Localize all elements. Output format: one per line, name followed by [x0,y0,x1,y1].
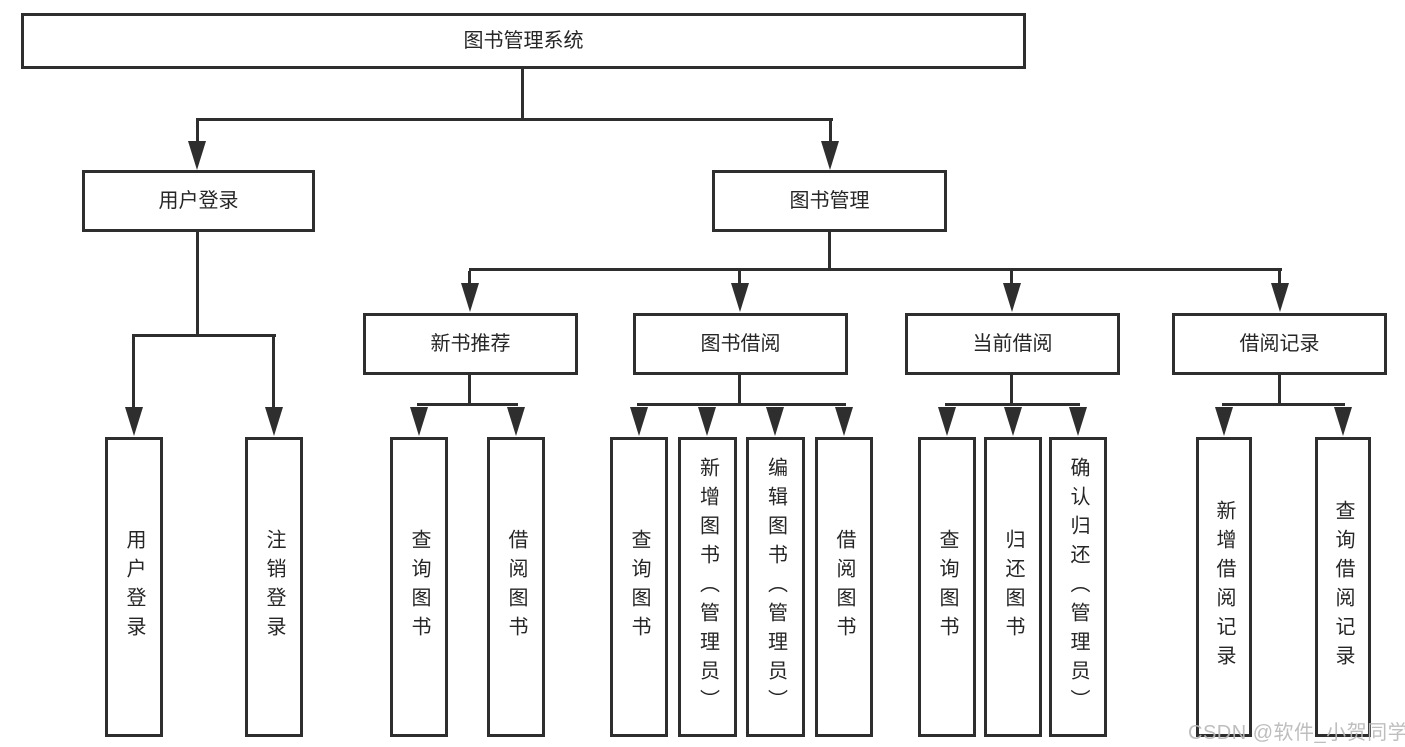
connector-line [1278,375,1281,403]
arrow-down-icon [766,407,784,436]
node-query-books-current: 查询图书 [918,437,976,737]
connector-line [738,375,741,403]
node-user-login-leaf: 用户登录 [105,437,163,737]
arrow-down-icon [1334,407,1352,436]
node-add-borrow-record: 新增借阅记录 [1196,437,1252,737]
node-new-book-recommend: 新书推荐 [363,313,578,375]
connector-line [1278,271,1281,287]
connector-line [272,337,275,409]
node-query-books-borrow: 查询图书 [610,437,668,737]
arrow-down-icon [461,283,479,312]
connector-line [417,403,518,406]
arrow-down-icon [1271,283,1289,312]
node-edit-book-admin: 编辑图书（管理员） [746,437,805,737]
arrow-down-icon [698,407,716,436]
connector-line [521,69,524,118]
connector-line [637,403,846,406]
arrow-down-icon [507,407,525,436]
arrow-down-icon [1215,407,1233,436]
arrow-down-icon [188,141,206,170]
csdn-watermark: CSDN @软件_小贺同学 [1188,722,1405,744]
arrow-down-icon [938,407,956,436]
arrow-down-icon [410,407,428,436]
node-borrow-books-recommend: 借阅图书 [487,437,545,737]
node-logout-leaf: 注销登录 [245,437,303,737]
connector-line [945,403,1080,406]
connector-line [469,268,1282,271]
connector-line [196,118,833,121]
connector-line [1010,375,1013,403]
connector-line [738,271,741,287]
node-borrow-books-leaf: 借阅图书 [815,437,873,737]
connector-line [829,121,832,143]
arrow-down-icon [1004,407,1022,436]
node-add-book-admin: 新增图书（管理员） [678,437,737,737]
node-query-borrow-record: 查询借阅记录 [1315,437,1371,737]
arrow-down-icon [1003,283,1021,312]
connector-line [132,334,276,337]
node-query-books-recommend: 查询图书 [390,437,448,737]
arrow-down-icon [835,407,853,436]
arrow-down-icon [630,407,648,436]
node-book-management: 图书管理 [712,170,947,232]
connector-line [1010,271,1013,287]
connector-line [828,232,831,268]
arrow-down-icon [731,283,749,312]
node-borrow-records: 借阅记录 [1172,313,1387,375]
node-root: 图书管理系统 [21,13,1026,69]
node-confirm-return-admin: 确认归还（管理员） [1049,437,1107,737]
connector-line [1222,403,1345,406]
arrow-down-icon [821,141,839,170]
connector-line [468,375,471,403]
connector-line [196,121,199,143]
arrow-down-icon [1069,407,1087,436]
arrow-down-icon [265,407,283,436]
arrow-down-icon [125,407,143,436]
node-current-borrow: 当前借阅 [905,313,1120,375]
node-book-borrow: 图书借阅 [633,313,848,375]
connector-line [132,337,135,409]
node-user-login: 用户登录 [82,170,315,232]
connector-line [468,271,471,287]
node-return-book: 归还图书 [984,437,1042,737]
connector-line [196,232,199,336]
